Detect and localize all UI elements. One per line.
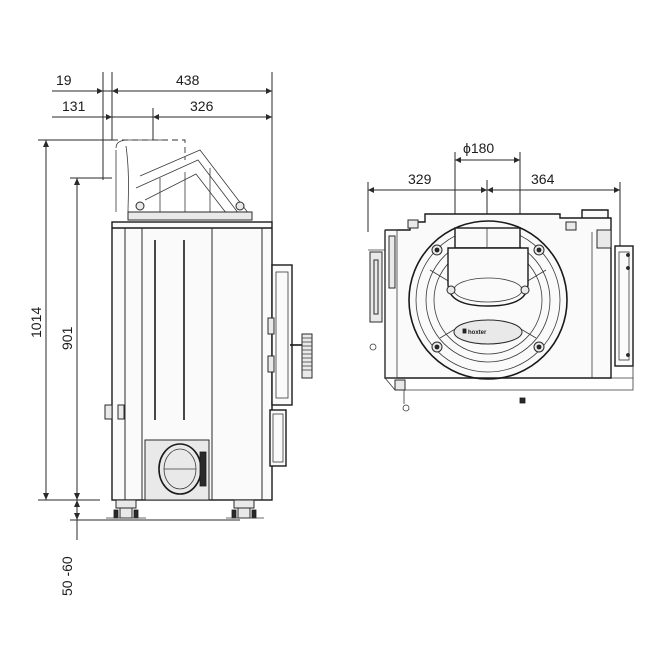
dim-label-diameter: ϕ180 — [463, 140, 494, 156]
dim-height-1014: 1014 — [28, 139, 112, 501]
plan-side-panel — [611, 245, 634, 379]
dim-feet: 50 -60 — [59, 500, 240, 596]
flue-elbow — [112, 139, 253, 221]
dim-label-329: 329 — [408, 171, 432, 187]
dim-label-1014: 1014 — [28, 307, 44, 338]
brand-logo: hoxter — [468, 330, 487, 336]
dim-label-364: 364 — [531, 171, 555, 187]
logo-plate: hoxter — [453, 319, 523, 345]
plan-view: ϕ180 329 364 — [367, 140, 634, 412]
dim-top-438: 19 438 — [52, 72, 273, 230]
side-view: 19 438 131 326 1014 901 — [28, 72, 313, 596]
air-inlet — [144, 439, 210, 501]
dim-label-feet: 50 -60 — [59, 556, 75, 596]
side-door — [267, 264, 313, 467]
plan-bottom-plate — [384, 377, 634, 412]
dim-label-326: 326 — [190, 98, 214, 114]
dim-label-19: 19 — [56, 72, 72, 88]
dim-label-438: 438 — [176, 72, 200, 88]
flue-collar — [446, 227, 530, 307]
stove-feet — [106, 499, 264, 519]
dim-label-131: 131 — [62, 98, 86, 114]
dim-height-901: 901 — [59, 177, 112, 500]
dim-label-901: 901 — [59, 326, 75, 350]
dim-top-326: 131 326 — [52, 98, 272, 140]
